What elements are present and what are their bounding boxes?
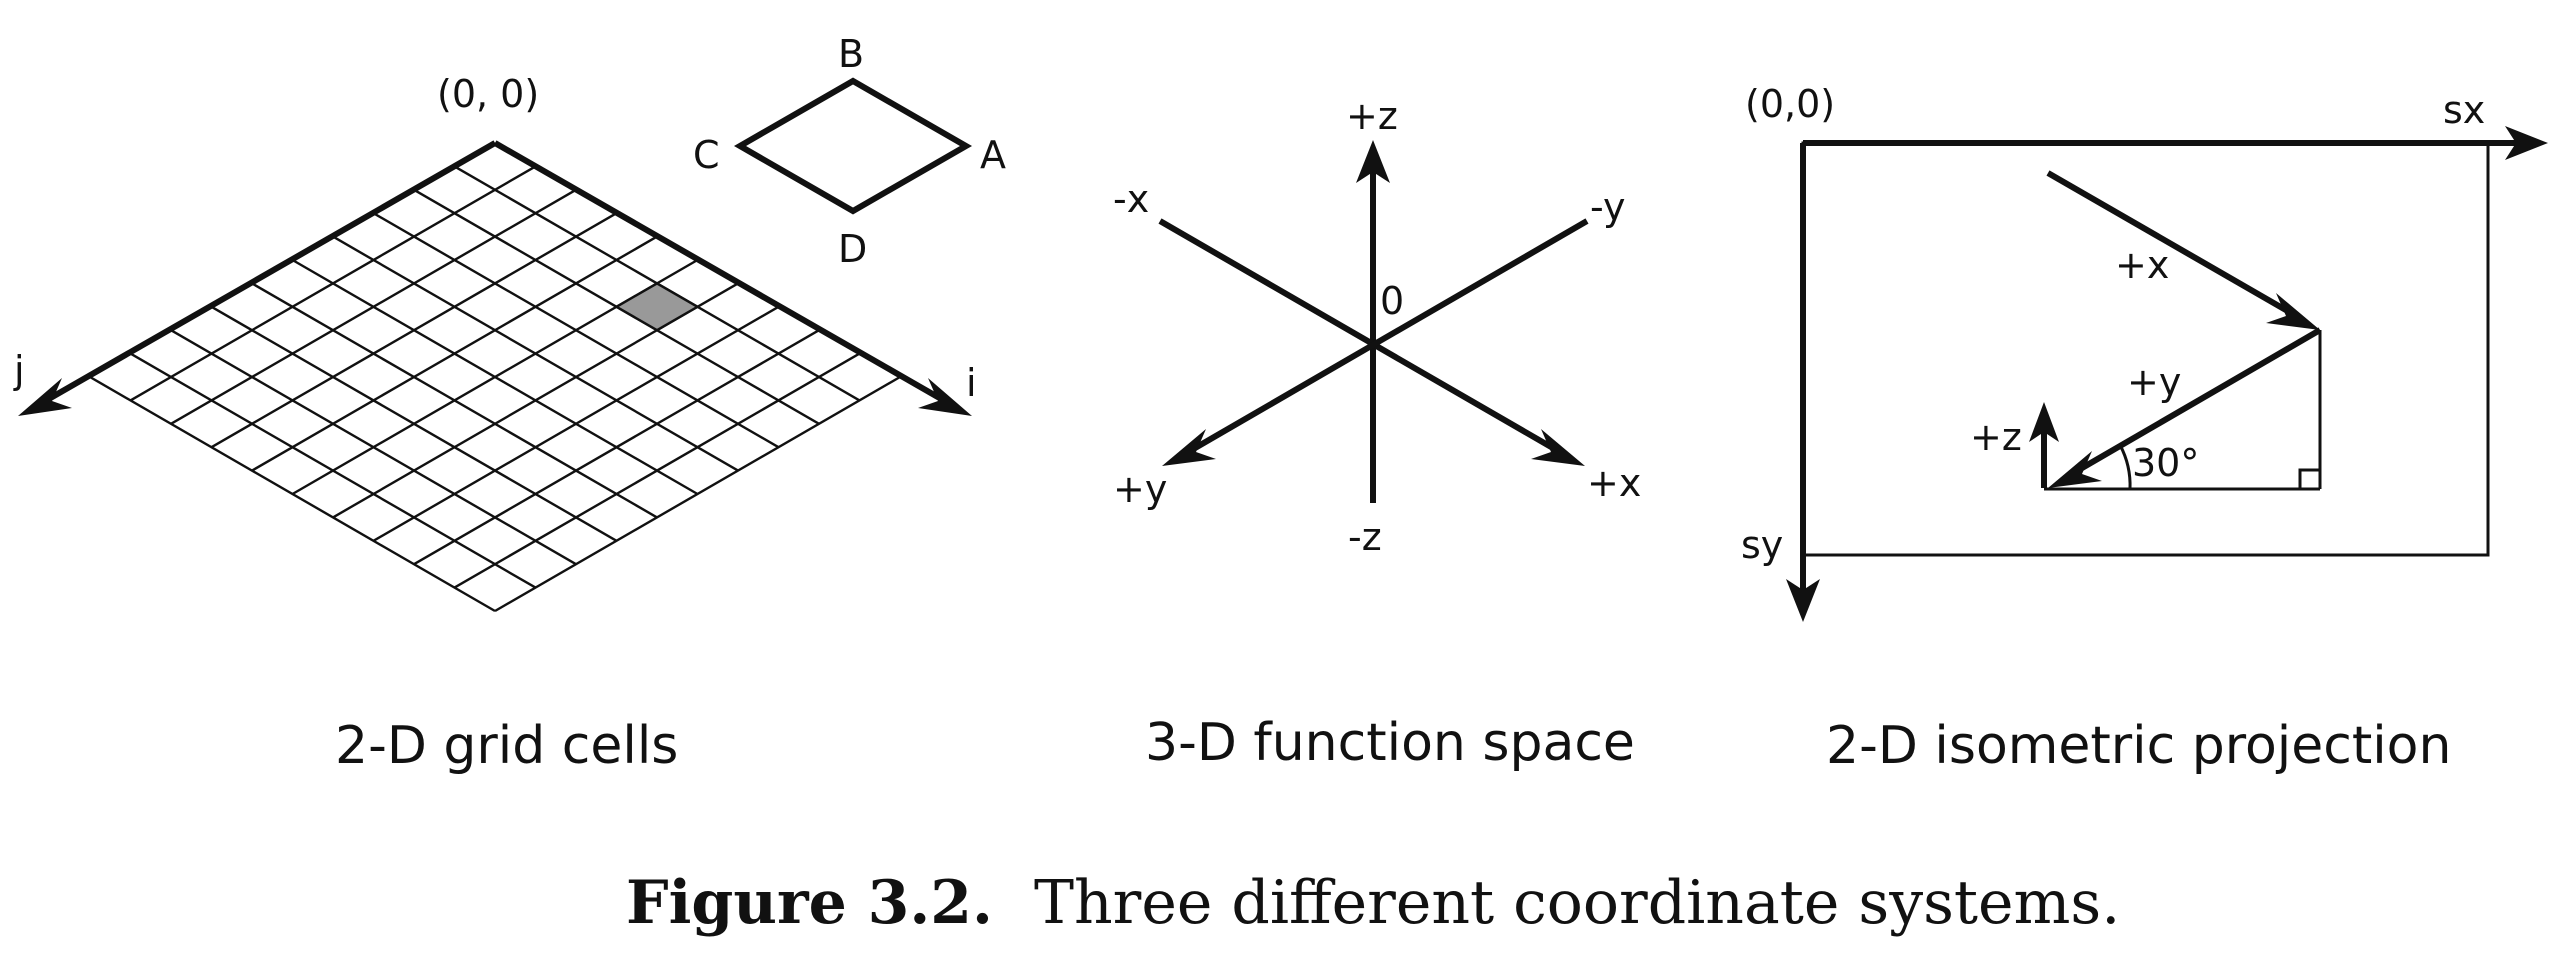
panel-isometric-projection: (0,0) sx sy +x +y +z 30° 2-D isometric p… xyxy=(1741,82,2548,776)
cell-corner-rhombus xyxy=(733,77,973,215)
grid-line-i-4 xyxy=(251,235,658,472)
minus-y-label: -y xyxy=(1590,185,1626,229)
plus-z-arrowhead xyxy=(1356,140,1390,183)
figure-caption-text: Three different coordinate systems. xyxy=(1034,868,2120,938)
grid-line-i-1 xyxy=(129,165,537,402)
highlighted-cell xyxy=(614,282,700,332)
right-angle-marker xyxy=(2298,468,2320,489)
sx-axis-label: sx xyxy=(2443,88,2485,132)
iso-grid xyxy=(89,141,901,613)
panel-grid-cells: (0, 0) j i B A C D 2-D grid cells xyxy=(13,32,1006,776)
plus-y-label: +y xyxy=(1113,467,1167,511)
minus-z-label: -z xyxy=(1348,515,1382,559)
angle-label: 30° xyxy=(2132,441,2199,485)
function-space-caption: 3-D function space xyxy=(1145,713,1635,773)
sy-axis-arrowhead xyxy=(1786,579,1820,622)
proj-plus-x-label: +x xyxy=(2115,243,2169,287)
x-axis-line xyxy=(1158,218,1567,458)
plus-z-label: +z xyxy=(1346,94,1398,138)
corner-c-label: C xyxy=(693,133,720,177)
grid-line-i-8 xyxy=(413,329,820,566)
screen-rectangle xyxy=(1801,141,2490,557)
j-axis-line xyxy=(38,140,497,407)
proj-plus-x-arrowhead xyxy=(2266,293,2320,330)
grid-cells-caption: 2-D grid cells xyxy=(335,716,678,776)
proj-plus-y-arrow xyxy=(2068,327,2322,478)
grid-line-i-2 xyxy=(170,188,577,425)
figure-number: Figure 3.2. xyxy=(626,868,993,938)
isometric-projection-caption: 2-D isometric projection xyxy=(1826,716,2451,776)
panel-function-space: +z -z -x -y +y +x 0 3-D function space xyxy=(1113,94,1641,773)
corner-a-label: A xyxy=(980,133,1006,177)
grid-line-i-9 xyxy=(453,352,861,589)
corner-b-label: B xyxy=(838,32,864,76)
minus-x-label: -x xyxy=(1113,177,1149,221)
y-axis-line xyxy=(1181,218,1589,458)
i-axis-label: i xyxy=(966,361,977,405)
proj-plus-y-arrowhead xyxy=(2048,451,2102,488)
grid-origin-label: (0, 0) xyxy=(437,72,539,116)
sy-axis-label: sy xyxy=(1741,523,1783,567)
i-axis-arrowhead xyxy=(918,378,972,416)
grid-line-i-10 xyxy=(494,375,901,613)
function-origin-label: 0 xyxy=(1380,279,1404,323)
figure-caption: Figure 3.2. Three different coordinate s… xyxy=(626,868,2120,938)
screen-origin-label: (0,0) xyxy=(1745,82,1835,126)
sx-axis-arrowhead xyxy=(2505,126,2548,160)
proj-plus-y-label: +y xyxy=(2127,360,2181,404)
proj-plus-z-arrowhead xyxy=(2029,402,2059,442)
angle-arc xyxy=(2118,444,2132,490)
proj-plus-x-arrow xyxy=(2046,170,2300,320)
j-axis-arrowhead xyxy=(18,378,72,416)
i-axis-line xyxy=(493,140,952,407)
plus-x-label: +x xyxy=(1587,461,1641,505)
proj-plus-z-label: +z xyxy=(1970,415,2022,459)
corner-d-label: D xyxy=(838,227,867,271)
plus-y-arrowhead xyxy=(1162,429,1216,466)
j-axis-label: j xyxy=(13,348,25,392)
grid-line-i-3 xyxy=(210,212,618,449)
grid-line-i-7 xyxy=(372,305,780,542)
plus-x-arrowhead xyxy=(1531,429,1585,466)
